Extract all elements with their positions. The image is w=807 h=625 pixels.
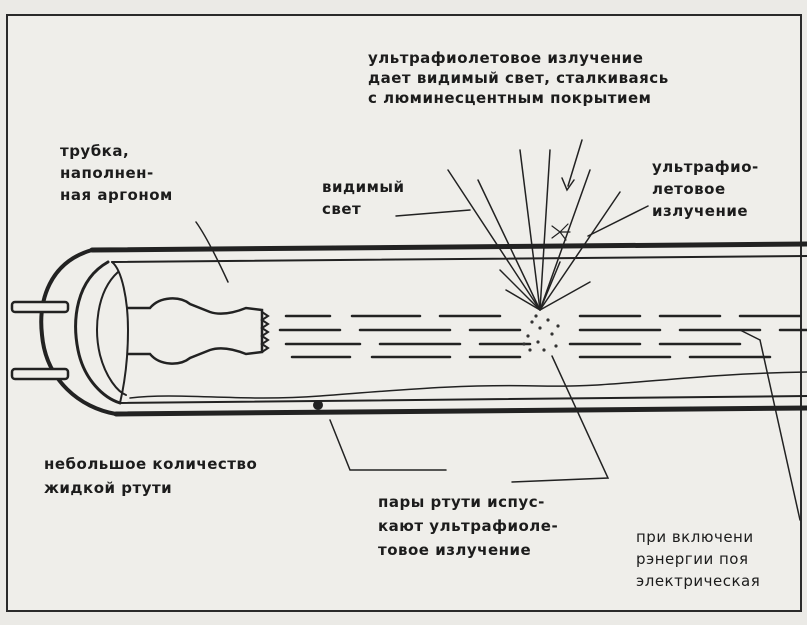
label-line: свет <box>322 200 362 218</box>
label-line: ная аргоном <box>60 186 173 204</box>
coating-burst <box>551 223 571 241</box>
leader-uv-top <box>567 139 583 187</box>
label-line: с люминесцентным покрытием <box>368 89 652 107</box>
label-line: пары ртути испус- <box>378 493 545 511</box>
label-line: рэнергии поя <box>636 550 749 568</box>
discharge-dashes <box>278 314 807 359</box>
leader-mercury-liquid <box>329 419 447 471</box>
label-argon-tube: трубка, наполнен- ная аргоном <box>60 140 173 206</box>
electrode-stem <box>126 297 264 365</box>
mercury-vapor-spot <box>522 314 560 352</box>
electrode-filament <box>260 311 270 353</box>
leader-switch-on <box>759 339 801 521</box>
leader-visible-light <box>395 209 471 217</box>
end-cap-flange <box>111 261 130 404</box>
end-cap-inner-rim <box>96 271 127 396</box>
leader-uv-right <box>587 205 649 237</box>
label-line: излучение <box>652 202 749 220</box>
label-line: наполнен- <box>60 164 154 182</box>
label-uv-radiation: ультрафио- летовое излучение <box>652 156 759 222</box>
liquid-mercury-line <box>129 371 807 399</box>
tube-top-outer-line <box>89 241 807 253</box>
label-switch-on: при включени рэнергии поя электрическая <box>636 526 807 592</box>
label-visible-light: видимый свет <box>322 176 404 220</box>
pin-top <box>10 300 70 314</box>
label-line: ультрафио- <box>652 158 759 176</box>
tube-bottom-inner-line <box>119 395 807 404</box>
label-line: при включени <box>636 528 754 546</box>
label-line: кают ультрафиоле- <box>378 517 559 535</box>
leader-uv-top-arrow <box>561 177 575 192</box>
label-uv-gives-visible-light: ультрафиолетовое излучение дает видимый … <box>368 48 669 108</box>
end-cap-rim <box>74 260 122 405</box>
radiating-rays <box>447 149 621 311</box>
leader-tube <box>195 221 229 283</box>
mercury-droplet <box>313 400 323 410</box>
label-line: жидкой ртути <box>44 479 173 497</box>
tube-top-inner-line <box>111 255 807 263</box>
leader-mercury-vapor <box>511 355 610 483</box>
label-line: летовое <box>652 180 726 198</box>
label-line: небольшое количество <box>44 455 258 473</box>
label-line: электрическая <box>636 572 761 590</box>
tube-bottom-outer-line <box>113 405 807 417</box>
diagram-frame <box>6 14 802 612</box>
label-line: товое излучение <box>378 541 532 559</box>
label-liquid-mercury: небольшое количество жидкой ртути <box>44 452 257 500</box>
leader-switch-on-tail <box>739 329 761 341</box>
end-cap-outer <box>39 248 118 416</box>
pin-bottom <box>10 367 70 381</box>
label-line: ультрафиолетовое излучение <box>368 49 644 67</box>
label-line: трубка, <box>60 142 130 160</box>
label-mercury-vapor: пары ртути испус- кают ультрафиоле- тово… <box>378 490 558 562</box>
label-line: видимый <box>322 178 405 196</box>
label-line: дает видимый свет, сталкиваясь <box>368 69 669 87</box>
